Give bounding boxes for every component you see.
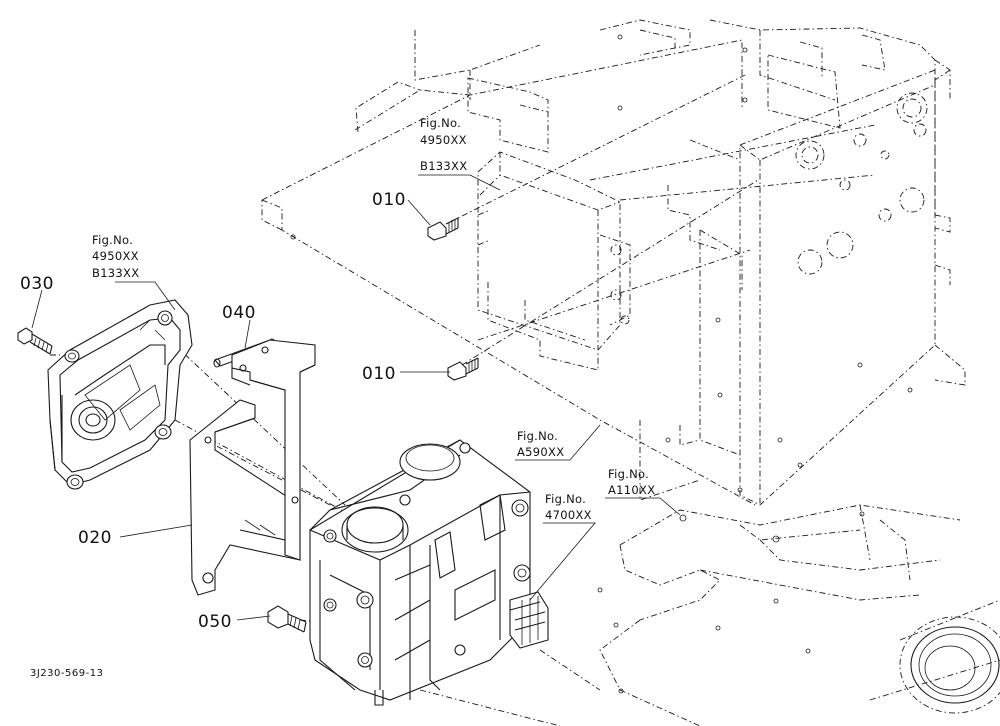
actuator-housing bbox=[309, 439, 549, 706]
fig-ref-title: Fig.No. bbox=[92, 233, 133, 247]
bolt-010-lower bbox=[447, 357, 479, 381]
part-label-010-lower: 010 bbox=[362, 364, 396, 384]
fig-ref-line2: B133XX bbox=[420, 159, 467, 173]
fig-ref-title: Fig.No. bbox=[420, 116, 461, 130]
label-leaders bbox=[31, 174, 681, 621]
fig-ref-line1: 4700XX bbox=[545, 508, 592, 522]
fig-ref-line1: A110XX bbox=[608, 483, 655, 497]
cover-plate-left bbox=[47, 299, 193, 490]
fig-ref-line2: B133XX bbox=[92, 266, 139, 280]
gear-ring bbox=[899, 616, 1000, 714]
drawing-code: 3J230-569-13 bbox=[30, 668, 103, 679]
fig-ref-line1: 4950XX bbox=[420, 133, 467, 147]
fig-reference-controller: Fig.No. 4950XX B133XX bbox=[420, 116, 467, 173]
part-label-020: 020 bbox=[78, 528, 112, 548]
fig-ref-line1: A590XX bbox=[517, 445, 564, 459]
fig-reference-frame: Fig.No. A590XX bbox=[517, 429, 564, 459]
controller-unit-reference bbox=[477, 151, 631, 371]
part-label-030: 030 bbox=[20, 274, 54, 294]
bolt-030 bbox=[17, 327, 53, 355]
frame-holes bbox=[290, 34, 928, 694]
frame-outline bbox=[261, 19, 1000, 726]
fig-reference-floor: Fig.No. A110XX bbox=[608, 467, 655, 497]
part-label-010-upper: 010 bbox=[372, 190, 406, 210]
fig-reference-left: Fig.No. 4950XX B133XX bbox=[92, 233, 139, 280]
bolt-010-upper bbox=[427, 217, 459, 241]
part-label-040: 040 bbox=[222, 303, 256, 323]
fig-ref-title: Fig.No. bbox=[517, 429, 558, 443]
fig-ref-title: Fig.No. bbox=[608, 467, 649, 481]
bracket-020 bbox=[189, 339, 316, 596]
fig-reference-housing: Fig.No. 4700XX bbox=[545, 492, 592, 522]
bolt-050 bbox=[267, 605, 307, 633]
part-label-050: 050 bbox=[198, 612, 232, 632]
fig-ref-line1: 4950XX bbox=[92, 249, 139, 263]
fig-ref-title: Fig.No. bbox=[545, 492, 586, 506]
